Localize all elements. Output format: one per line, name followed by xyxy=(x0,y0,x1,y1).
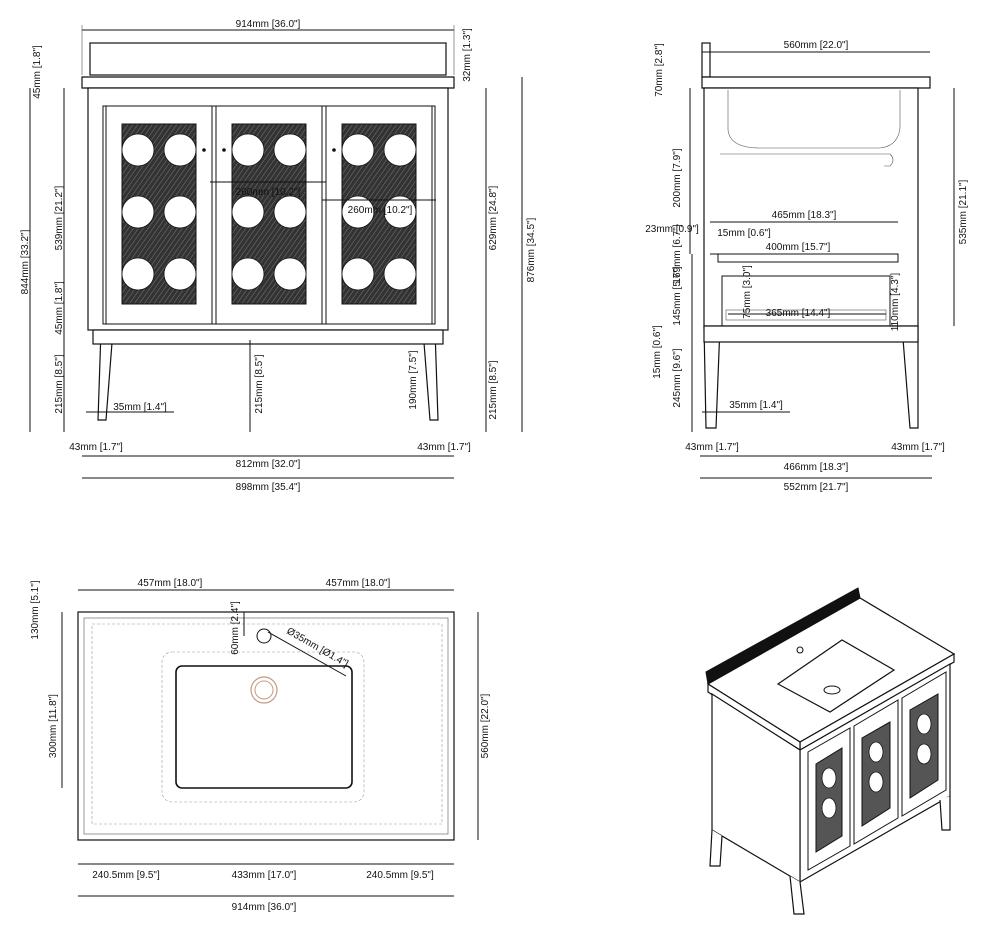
front-door-pattern-right xyxy=(341,123,417,305)
side-leg-left xyxy=(703,325,721,429)
knob-icon xyxy=(222,148,226,152)
dim-backsplash-height: 32mm [1.3"] xyxy=(462,28,473,82)
front-leg-right xyxy=(422,329,439,421)
perspective-door-pattern xyxy=(815,693,939,853)
dim-leg-height-left: 215mm [8.5"] xyxy=(54,354,65,413)
dim-side-inner-width: 466mm [18.3"] xyxy=(784,462,849,473)
top-view: 457mm [18.0"] 457mm [18.0"] 130mm [5.1"]… xyxy=(30,578,491,913)
top-countertop xyxy=(77,611,455,841)
knob-icon xyxy=(202,148,206,152)
front-view: 914mm [36.0"] 32mm [1.3"] 45mm [1.8"] 53… xyxy=(20,19,537,493)
dim-door-width-right: 260mm [10.2"] xyxy=(348,205,413,216)
dim-top-offset: 23mm [0.9"] xyxy=(645,224,699,235)
dim-side-leg-width: 35mm [1.4"] xyxy=(729,400,783,411)
faucet-hole-icon xyxy=(256,628,272,644)
side-view: 560mm [22.0"] 70mm [2.8"] 200mm [7.9"] 5… xyxy=(645,40,969,493)
side-sink-bowl xyxy=(727,90,901,149)
dim-overall-width: 914mm [36.0"] xyxy=(236,19,301,30)
side-leg-right xyxy=(901,325,919,429)
top-sink-outer xyxy=(161,651,365,803)
front-countertop xyxy=(81,76,455,89)
perspective-leg xyxy=(709,829,723,867)
dim-side-backsplash: 70mm [2.8"] xyxy=(654,43,665,97)
front-door-pattern-center xyxy=(231,123,307,305)
front-door-pattern-left xyxy=(121,123,197,305)
front-door-right xyxy=(325,105,433,325)
dim-side-outer-width: 552mm [21.7"] xyxy=(784,482,849,493)
perspective-leg xyxy=(939,796,951,831)
top-sink-bowl xyxy=(175,665,353,789)
dim-back-edge: 130mm [5.1"] xyxy=(30,580,41,639)
dim-leg-height-center: 215mm [8.5"] xyxy=(254,354,265,413)
dim-sink-width: 433mm [17.0"] xyxy=(232,870,297,881)
dim-side-leg-offset-left: 43mm [1.7"] xyxy=(685,442,739,453)
knob-icon xyxy=(332,148,336,152)
dim-leg-offset-left: 43mm [1.7"] xyxy=(69,442,123,453)
dim-drawer-side: 110mm [4.3"] xyxy=(890,273,901,332)
dim-door-height: 629mm [24.8"] xyxy=(488,185,499,250)
dim-shelf-depth: 465mm [18.3"] xyxy=(772,210,837,221)
dim-total-cabinet: 844mm [33.2"] xyxy=(20,229,31,294)
dim-faucet-offset: 60mm [2.4"] xyxy=(230,601,241,655)
dim-drawer-depth: 365mm [14.4"] xyxy=(766,308,831,319)
perspective-faucet-hole-icon xyxy=(796,646,804,654)
dim-side-left: 240.5mm [9.5"] xyxy=(92,870,160,881)
dim-cabinet-height: 539mm [21.2"] xyxy=(54,185,65,250)
front-door-center xyxy=(215,105,323,325)
perspective-drain-icon xyxy=(823,685,841,695)
dim-bottom-rail: 45mm [1.8"] xyxy=(54,281,65,335)
drain-icon xyxy=(250,676,278,704)
dim-depth: 560mm [22.0"] xyxy=(784,40,849,51)
dim-total-height: 876mm [34.5"] xyxy=(526,217,537,282)
dim-cabinet-width: 898mm [35.4"] xyxy=(236,482,301,493)
side-backsplash xyxy=(701,42,711,78)
front-door-left xyxy=(105,105,213,325)
perspective-sink xyxy=(776,639,896,713)
dim-door-width-center: 260mm [10.2"] xyxy=(236,187,301,198)
dim-shelf-height: 169mm [6.7"] xyxy=(672,224,683,283)
dim-leg-offset-right: 43mm [1.7"] xyxy=(417,442,471,453)
dim-half-left: 457mm [18.0"] xyxy=(138,578,203,589)
dim-side-height: 535mm [21.1"] xyxy=(958,179,969,244)
front-backsplash xyxy=(89,42,447,76)
dim-shelf-edge: 15mm [0.6"] xyxy=(717,228,771,239)
perspective-leg xyxy=(789,875,805,915)
dim-total-width: 914mm [36.0"] xyxy=(232,902,297,913)
dim-side-leg-height: 245mm [9.6"] xyxy=(672,348,683,407)
dim-total-depth: 560mm [22.0"] xyxy=(480,693,491,758)
dim-upper-space: 200mm [7.9"] xyxy=(672,148,683,207)
side-cabinet-body xyxy=(703,87,919,327)
front-leg-left xyxy=(97,329,114,421)
dim-side-right: 240.5mm [9.5"] xyxy=(366,870,434,881)
dim-bottom-edge: 15mm [0.6"] xyxy=(652,325,663,379)
dim-side-leg-offset-right: 43mm [1.7"] xyxy=(891,442,945,453)
perspective-view xyxy=(705,587,956,915)
side-countertop xyxy=(701,76,931,89)
dim-top-thickness: 45mm [1.8"] xyxy=(32,45,43,99)
dim-inner-depth: 400mm [15.7"] xyxy=(766,242,831,253)
dim-sink-depth: 300mm [11.8"] xyxy=(48,694,59,758)
dim-drawer-gap: 145mm [5.7"] xyxy=(672,266,683,325)
dim-half-right: 457mm [18.0"] xyxy=(326,578,391,589)
dim-leg-width: 35mm [1.4"] xyxy=(113,402,167,413)
dim-leg-height-right: 215mm [8.5"] xyxy=(488,360,499,419)
dim-inner-width: 812mm [32.0"] xyxy=(236,459,301,470)
dim-drawer-height: 75mm [3.0"] xyxy=(742,265,753,319)
dim-inner-leg-height: 190mm [7.5"] xyxy=(408,350,419,409)
